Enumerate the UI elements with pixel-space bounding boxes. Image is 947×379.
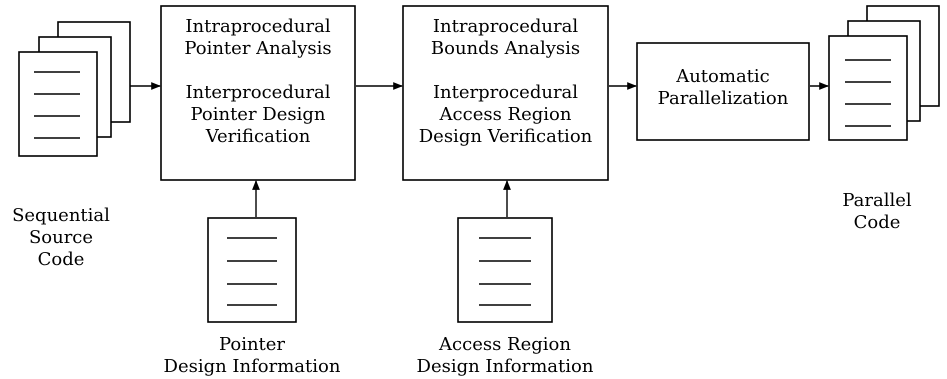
caption-line: Sequential [12,205,110,226]
label-line: Intraprocedural [432,16,579,37]
caption-line: Design Information [416,356,594,377]
label-line: Interprocedural [185,82,331,103]
sequential-source-doc-stack [18,21,131,157]
label-line: Pointer Design [190,104,326,125]
access-region-design-info-caption: Access Region Design Information [395,334,615,378]
label-line: Automatic [676,66,770,87]
label-line: Access Region [439,104,572,125]
pointer-design-info-doc [207,217,297,323]
caption-line: Parallel [842,190,912,211]
pointer-analysis-box [160,5,356,181]
caption-line: Code [853,212,901,233]
caption-line: Pointer [218,334,286,355]
pointer-design-info-caption: Pointer Design Information [147,334,357,378]
caption-line: Design Information [163,356,341,377]
parallelization-box [636,42,810,141]
bounds-analysis-box [402,5,609,181]
label-line: Pointer Analysis [184,38,332,59]
parallel-code-doc-stack [828,5,940,141]
label-line: Interprocedural [432,82,579,103]
label-line: Parallelization [657,88,789,109]
sequential-source-caption: Sequential Source Code [0,205,122,271]
bounds-analysis-label: Intraprocedural Bounds Analysis Interpro… [403,16,608,148]
label-line: Bounds Analysis [430,38,581,59]
caption-line: Access Region [439,334,571,355]
caption-line: Source [28,227,94,248]
caption-line: Code [37,249,85,270]
parallel-code-caption: Parallel Code [815,190,939,234]
parallelization-label: Automatic Parallelization [637,66,809,110]
label-line: Intraprocedural [185,16,331,37]
access-region-design-info-doc [457,217,553,323]
label-line: Design Verification [418,126,593,147]
pointer-analysis-label: Intraprocedural Pointer Analysis Interpr… [161,16,355,148]
label-line: Verification [205,126,311,147]
